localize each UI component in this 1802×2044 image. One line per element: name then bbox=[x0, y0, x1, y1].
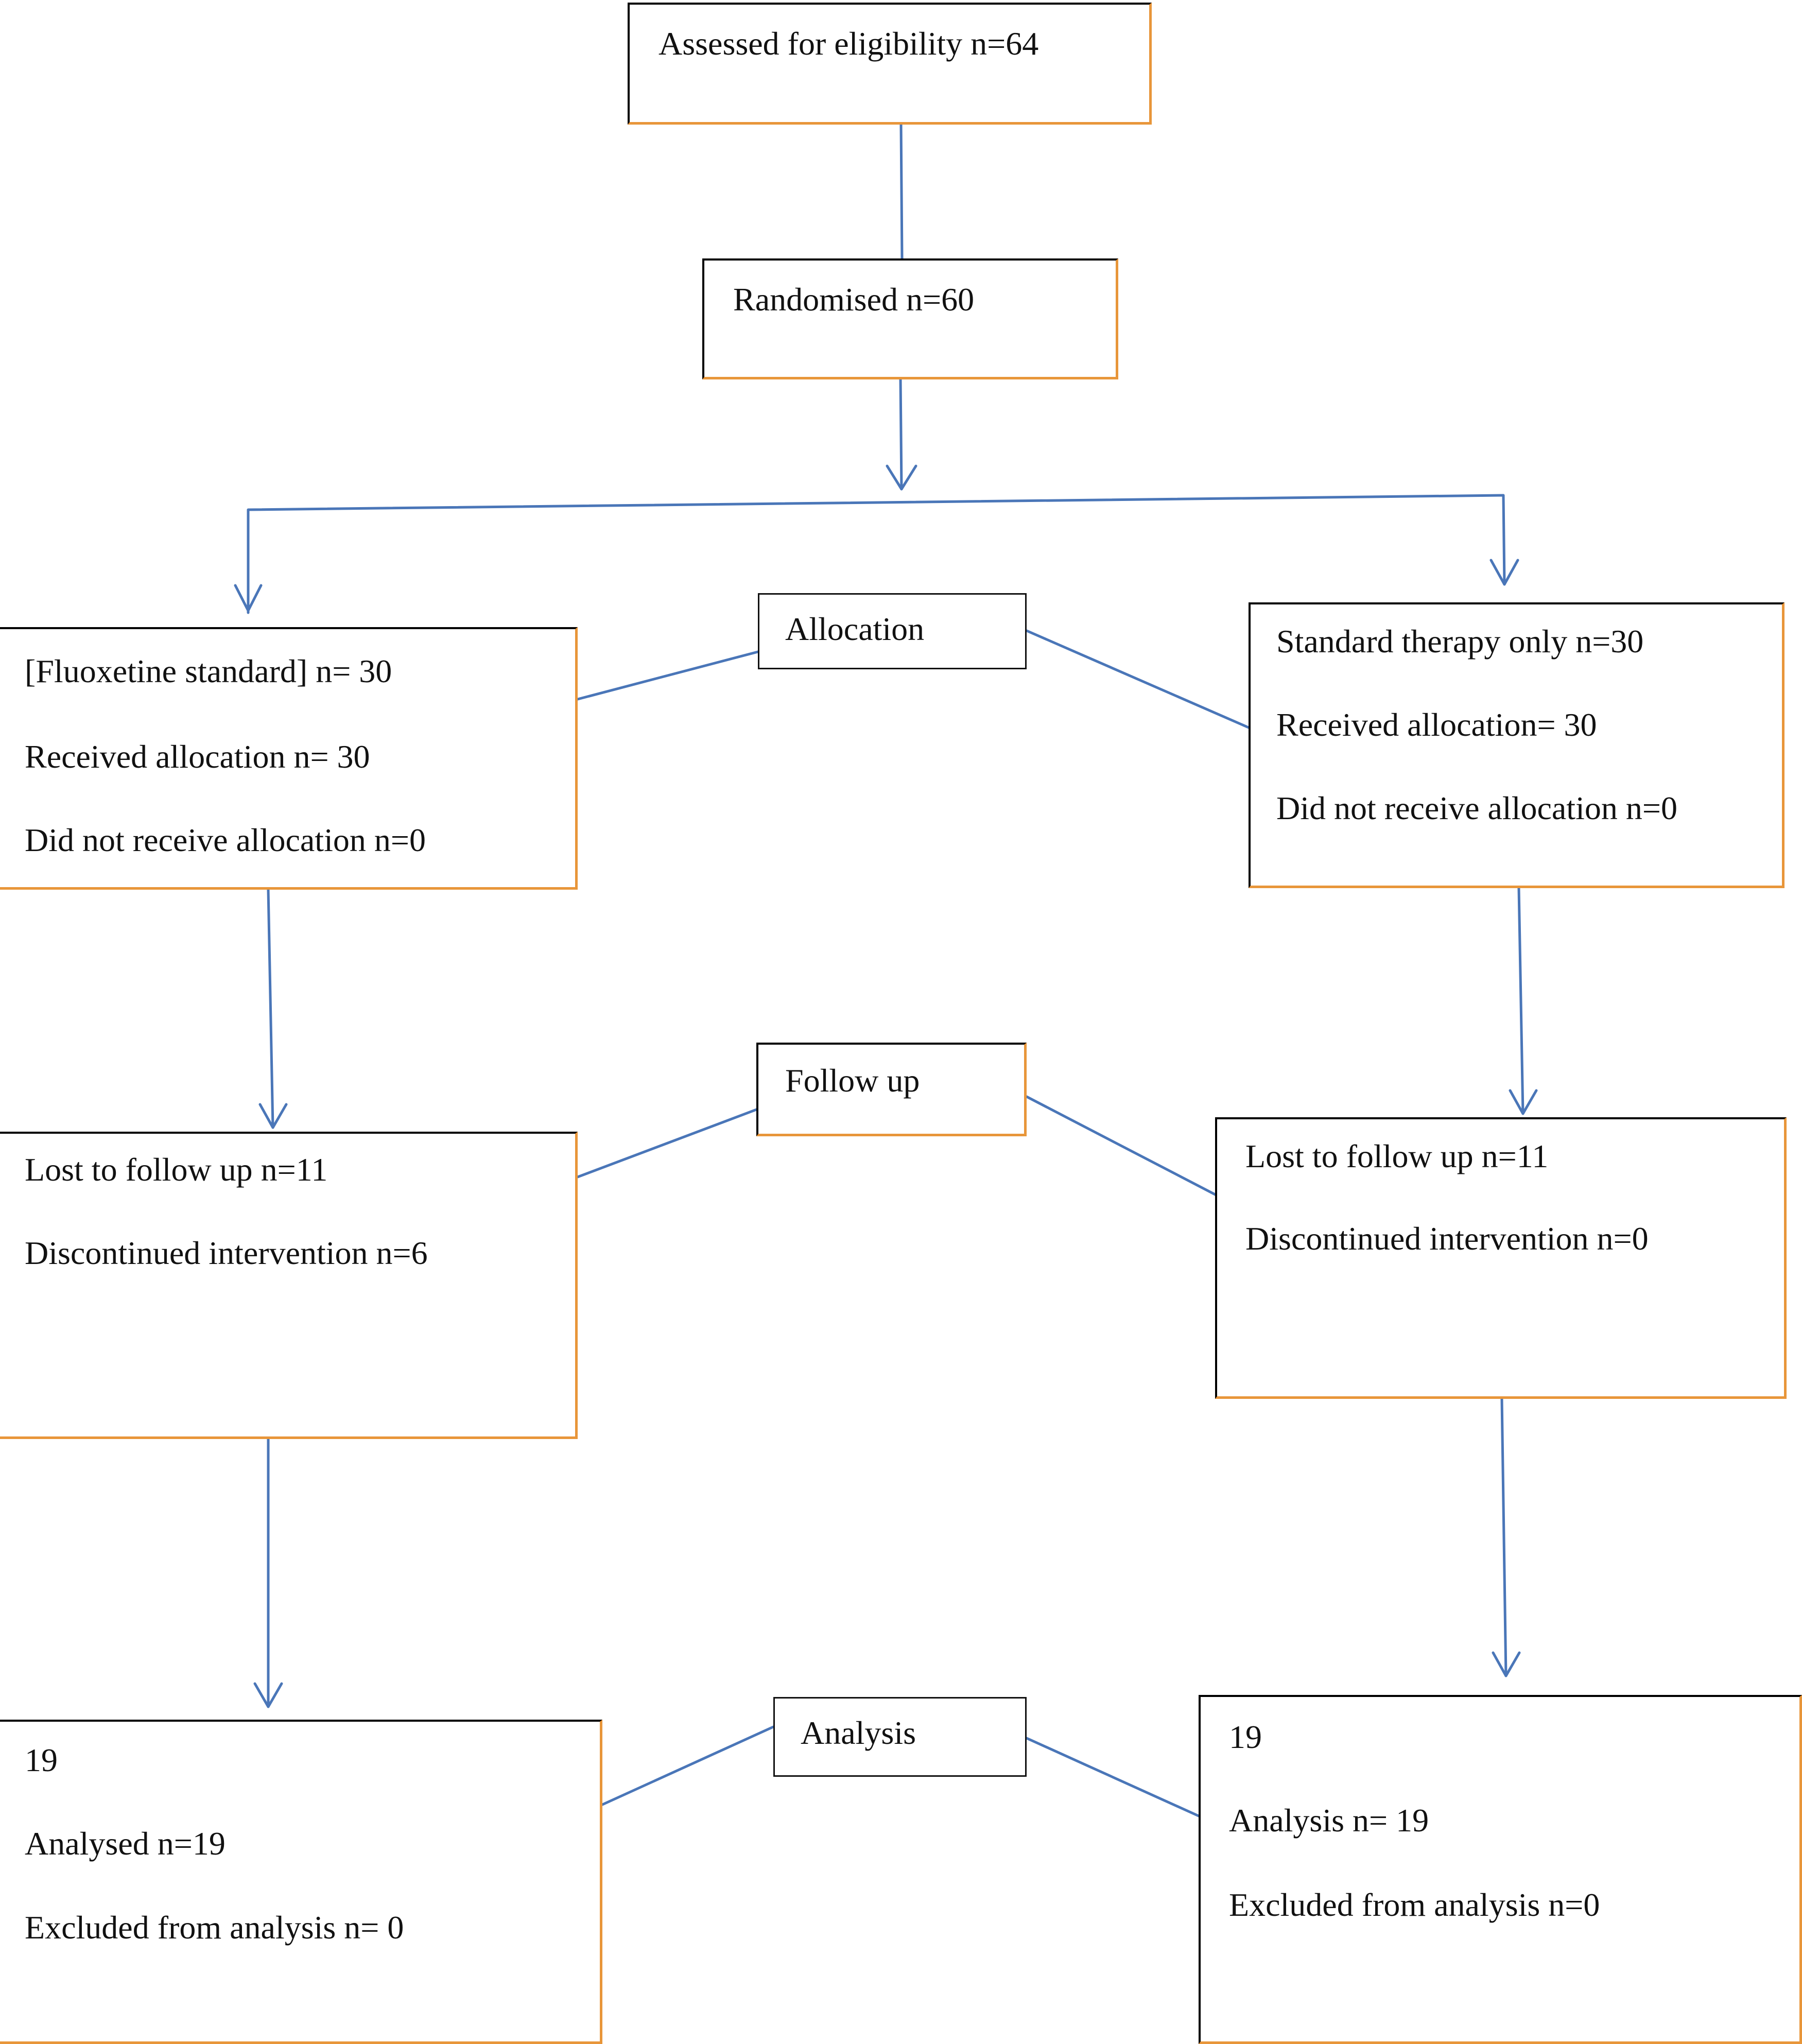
connector-eligibility-randomised bbox=[899, 122, 904, 260]
right-follow-up-line-1: Lost to follow up n=11 bbox=[1245, 1138, 1549, 1174]
left-follow-up-line-2: Discontinued intervention n=6 bbox=[25, 1235, 428, 1271]
follow-up-stage-label: Follow up bbox=[756, 1043, 1027, 1136]
connector-right-followup-analysis bbox=[1500, 1397, 1508, 1677]
allocation-stage-label: Allocation bbox=[758, 593, 1027, 669]
left-allocation-line-1: [Fluoxetine standard] n= 30 bbox=[25, 653, 392, 689]
connector-followup-left bbox=[576, 1107, 759, 1179]
connector-allocation-right bbox=[1025, 629, 1250, 729]
arrowhead-left-allocation bbox=[234, 584, 263, 612]
right-allocation-box: Standard therapy only n=30 Received allo… bbox=[1249, 602, 1784, 888]
right-allocation-line-2: Received allocation= 30 bbox=[1276, 706, 1597, 743]
analysis-stage-text: Analysis bbox=[801, 1714, 916, 1751]
arrowhead-right-allocation bbox=[1489, 559, 1519, 586]
right-analysis-box: 19 Analysis n= 19 Excluded from analysis… bbox=[1199, 1695, 1802, 2044]
right-follow-up-box: Lost to follow up n=11 Discontinued inte… bbox=[1215, 1117, 1787, 1399]
arrowhead-randomised bbox=[886, 464, 917, 491]
analysis-stage-label: Analysis bbox=[773, 1697, 1027, 1777]
connector-followup-right bbox=[1025, 1095, 1217, 1196]
right-analysis-line-2: Analysis n= 19 bbox=[1229, 1802, 1429, 1839]
eligibility-text: Assessed for eligibility n=64 bbox=[659, 25, 1039, 62]
connector-analysis-right bbox=[1025, 1737, 1200, 1817]
left-allocation-line-2: Received allocation n= 30 bbox=[25, 738, 370, 775]
connector-randomised-split bbox=[899, 377, 903, 491]
left-allocation-line-3: Did not receive allocation n=0 bbox=[25, 822, 426, 858]
right-analysis-line-3: Excluded from analysis n=0 bbox=[1229, 1886, 1600, 1923]
randomised-text: Randomised n=60 bbox=[733, 281, 975, 318]
right-allocation-line-1: Standard therapy only n=30 bbox=[1276, 623, 1644, 660]
left-analysis-line-1: 19 bbox=[25, 1742, 58, 1778]
right-analysis-line-1: 19 bbox=[1229, 1719, 1262, 1755]
connector-right-allocation-followup bbox=[1517, 887, 1524, 1115]
arrowhead-left-analysis bbox=[253, 1682, 283, 1708]
arrowhead-right-followup bbox=[1509, 1089, 1538, 1115]
right-follow-up-line-2: Discontinued intervention n=0 bbox=[1245, 1220, 1649, 1257]
right-allocation-line-3: Did not receive allocation n=0 bbox=[1276, 790, 1677, 826]
left-analysis-line-2: Analysed n=19 bbox=[25, 1825, 226, 1862]
allocation-stage-text: Allocation bbox=[785, 611, 925, 647]
connector-left-allocation-followup bbox=[267, 888, 274, 1129]
arrowhead-left-followup bbox=[258, 1103, 288, 1129]
randomised-box: Randomised n=60 bbox=[702, 258, 1118, 379]
arrowhead-right-analysis bbox=[1492, 1651, 1521, 1677]
connector-split bbox=[247, 494, 1506, 614]
left-follow-up-box: Lost to follow up n=11 Discontinued inte… bbox=[0, 1132, 578, 1439]
left-analysis-line-3: Excluded from analysis n= 0 bbox=[25, 1909, 404, 1946]
follow-up-stage-text: Follow up bbox=[785, 1062, 920, 1099]
left-analysis-box: 19 Analysed n=19 Excluded from analysis … bbox=[0, 1720, 602, 2044]
left-allocation-box: [Fluoxetine standard] n= 30 Received all… bbox=[0, 627, 578, 890]
connector-analysis-left bbox=[601, 1725, 775, 1806]
left-follow-up-line-1: Lost to follow up n=11 bbox=[25, 1151, 328, 1188]
eligibility-box: Assessed for eligibility n=64 bbox=[628, 3, 1152, 125]
connector-allocation-left bbox=[576, 650, 759, 701]
